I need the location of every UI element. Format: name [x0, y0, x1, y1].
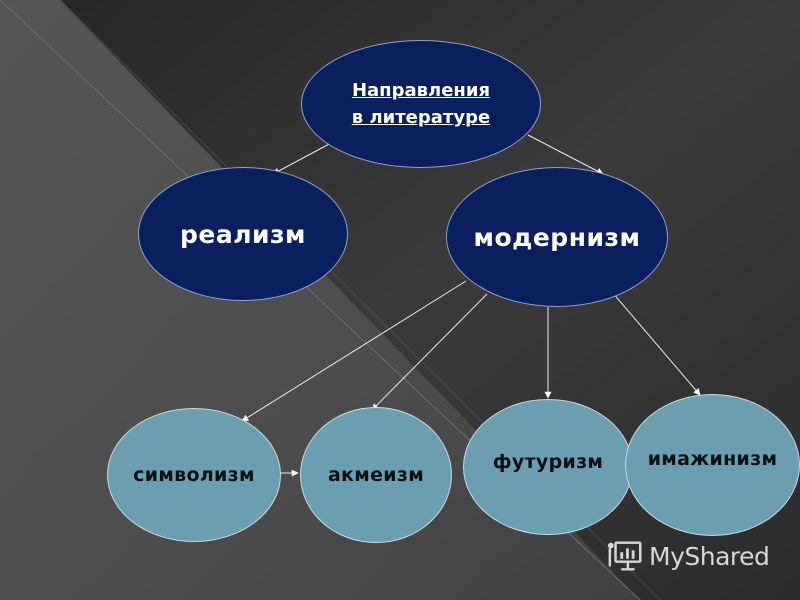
acmeism-node: акмеизм: [300, 407, 452, 543]
presentation-board-icon: [607, 541, 642, 571]
root-label-line2: в литературе: [351, 107, 491, 128]
realism-label: реализм: [179, 219, 306, 249]
futurism-label: футуризм: [492, 451, 604, 473]
arrow-modernism-to-imaginism: [611, 291, 701, 396]
futurism-node: футуризм: [463, 399, 633, 535]
arrow-root-to-realism: [272, 141, 334, 175]
imaginism-label: имажинизм: [647, 448, 778, 470]
modernism-label: модернизм: [473, 222, 641, 252]
arrow-modernism-to-symbolism: [241, 280, 467, 422]
root-node: Направления в литературе: [301, 40, 541, 168]
imaginism-node: имажинизм: [625, 394, 800, 536]
root-label-line1: Направления: [351, 80, 491, 101]
modernism-node: модернизм: [446, 167, 668, 307]
realism-node: реализм: [138, 167, 348, 301]
myshared-watermark: MyShared: [607, 536, 782, 576]
arrow-root-to-modernism: [527, 134, 604, 175]
symbolism-label: символизм: [133, 464, 255, 486]
arrow-modernism-to-acmeism: [371, 293, 488, 411]
connector-arrows: [241, 134, 701, 477]
acmeism-label: акмеизм: [327, 464, 425, 486]
symbolism-node: символизм: [107, 408, 281, 542]
watermark-text: MyShared: [649, 541, 770, 571]
